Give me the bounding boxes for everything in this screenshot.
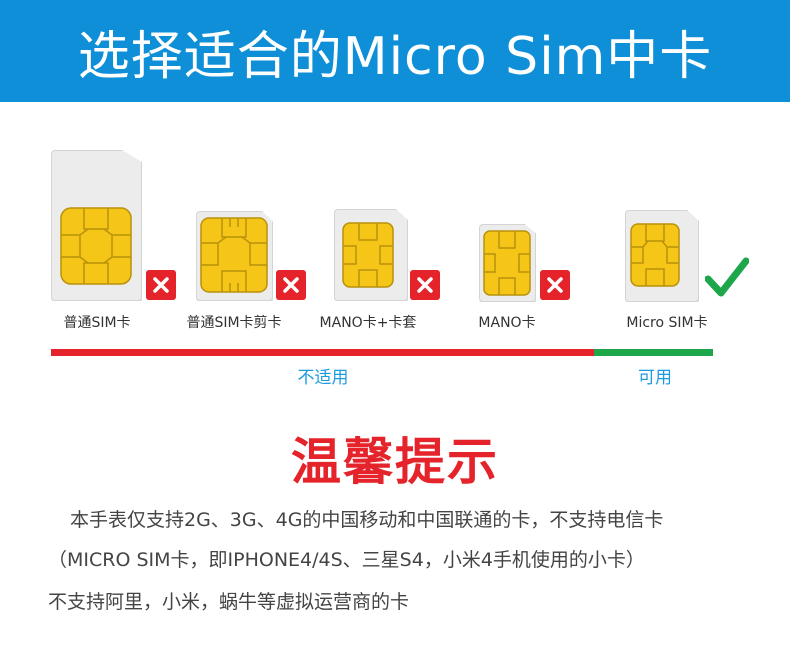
- red-x-icon: [146, 270, 176, 300]
- suitable-label: 可用: [638, 368, 672, 388]
- page-title: 选择适合的Micro Sim中卡: [77, 26, 713, 87]
- green-check-icon: [705, 257, 749, 297]
- tips-line-2: （MICRO SIM卡，即IPHONE4/4S、三星S4，小米4手机使用的小卡）: [48, 549, 645, 571]
- unsuitable-bar: [51, 349, 594, 356]
- sim-card-nano-adapter: [334, 209, 408, 301]
- red-x-icon: [410, 270, 440, 300]
- card-label-micro: Micro SIM卡: [626, 315, 708, 331]
- sim-chip-icon: [342, 222, 394, 288]
- card-label-nano-adapter: MANO卡+卡套: [319, 315, 417, 331]
- card-label-cut: 普通SIM卡剪卡: [186, 315, 282, 331]
- sim-card-micro: [625, 210, 699, 302]
- unsuitable-label: 不适用: [297, 368, 349, 388]
- tips-line-1: 本手表仅支持2G、3G、4G的中国移动和中国联通的卡，不支持电信卡: [70, 509, 664, 531]
- tips-line-3: 不支持阿里，小米，蜗牛等虚拟运营商的卡: [48, 591, 410, 613]
- header-banner: 选择适合的Micro Sim中卡: [0, 0, 790, 102]
- sim-card-nano: [479, 224, 536, 302]
- red-x-icon: [540, 270, 570, 300]
- sim-chip-icon: [483, 230, 531, 296]
- card-label-standard: 普通SIM卡: [63, 315, 131, 331]
- sim-card-cut: [196, 211, 273, 301]
- red-x-icon: [276, 270, 306, 300]
- sim-chip-icon: [60, 207, 132, 285]
- card-label-nano: MANO卡: [478, 315, 536, 331]
- sim-chip-icon: [200, 217, 268, 293]
- suitable-bar: [594, 349, 713, 356]
- sim-card-standard: [51, 150, 142, 301]
- sim-chip-icon: [630, 223, 680, 287]
- tips-title: 温馨提示: [291, 433, 499, 491]
